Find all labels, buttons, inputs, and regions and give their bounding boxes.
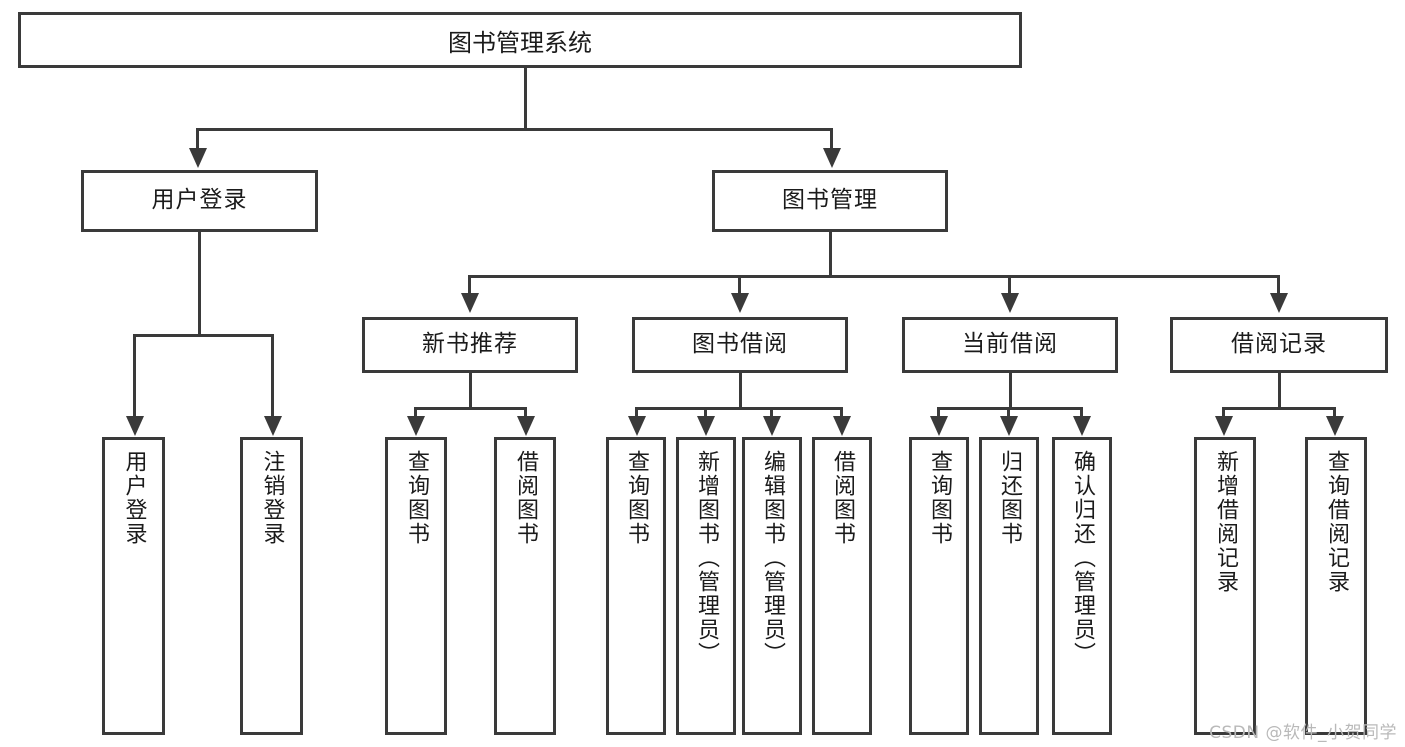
leaf-label: 确认归还（管理员） bbox=[1069, 450, 1095, 666]
connector-root-to-login bbox=[196, 128, 199, 150]
connector-borrowrecord-leaf1 bbox=[1222, 407, 1225, 419]
connector-root-to-bookmgmt bbox=[830, 128, 833, 150]
arrow-login-leaf1 bbox=[126, 416, 144, 436]
connector-bookborrow-bus bbox=[635, 407, 843, 410]
arrow-currentborrow-leaf2 bbox=[1000, 416, 1018, 436]
connector-bookmgmt-to-c1 bbox=[468, 275, 471, 295]
leaf-label: 新增借阅记录 bbox=[1212, 450, 1238, 594]
connector-bookmgmt-to-c2 bbox=[738, 275, 741, 295]
leaf-label: 编辑图书（管理员） bbox=[759, 450, 785, 666]
arrow-bookmgmt-to-c1 bbox=[461, 293, 479, 313]
leaf-label: 查询图书 bbox=[926, 450, 952, 546]
connector-borrowrecord-leaf2 bbox=[1333, 407, 1336, 419]
leaf-user-login[interactable]: 用户登录 bbox=[102, 437, 165, 735]
node-borrow-record[interactable]: 借阅记录 bbox=[1170, 317, 1388, 373]
arrow-newbook-leaf1 bbox=[407, 416, 425, 436]
connector-login-leaf2 bbox=[271, 334, 274, 418]
leaf-label: 查询图书 bbox=[403, 450, 429, 546]
leaf-label: 借阅图书 bbox=[829, 450, 855, 546]
connector-newbook-stem bbox=[469, 373, 472, 409]
connector-root-bus bbox=[196, 128, 833, 131]
connector-login-leaf1 bbox=[133, 334, 136, 418]
connector-newbook-leaf2 bbox=[524, 407, 527, 419]
connector-bookborrow-leaf4 bbox=[840, 407, 843, 419]
node-label: 当前借阅 bbox=[962, 331, 1058, 358]
arrow-currentborrow-leaf3 bbox=[1073, 416, 1091, 436]
leaf-newbook-query-book[interactable]: 查询图书 bbox=[385, 437, 447, 735]
arrow-bookmgmt-to-c4 bbox=[1270, 293, 1288, 313]
node-book-borrow[interactable]: 图书借阅 bbox=[632, 317, 848, 373]
connector-currentborrow-leaf1 bbox=[937, 407, 940, 419]
connector-login-bus bbox=[133, 334, 274, 337]
watermark-text: CSDN @软件_小贺同学 bbox=[1209, 723, 1397, 743]
leaf-label: 借阅图书 bbox=[512, 450, 538, 546]
connector-bookborrow-leaf3 bbox=[770, 407, 773, 419]
arrow-borrowrecord-leaf1 bbox=[1215, 416, 1233, 436]
arrow-borrowrecord-leaf2 bbox=[1326, 416, 1344, 436]
arrow-bookmgmt-to-c2 bbox=[731, 293, 749, 313]
connector-bookmgmt-to-c3 bbox=[1008, 275, 1011, 295]
connector-bookmgmt-to-c4 bbox=[1277, 275, 1280, 295]
leaf-currentborrow-return-book[interactable]: 归还图书 bbox=[979, 437, 1039, 735]
leaf-currentborrow-query-book[interactable]: 查询图书 bbox=[909, 437, 969, 735]
arrow-currentborrow-leaf1 bbox=[930, 416, 948, 436]
leaf-label: 归还图书 bbox=[996, 450, 1022, 546]
leaf-bookborrow-query-book[interactable]: 查询图书 bbox=[606, 437, 666, 735]
node-label: 图书管理系统 bbox=[448, 28, 592, 57]
node-new-book-recommend[interactable]: 新书推荐 bbox=[362, 317, 578, 373]
leaf-currentborrow-confirm-return-admin[interactable]: 确认归还（管理员） bbox=[1052, 437, 1112, 735]
leaf-label: 注销登录 bbox=[259, 450, 285, 546]
arrow-root-to-bookmgmt bbox=[823, 148, 841, 168]
connector-currentborrow-leaf3 bbox=[1080, 407, 1083, 419]
node-current-borrow[interactable]: 当前借阅 bbox=[902, 317, 1118, 373]
leaf-label: 新增图书（管理员） bbox=[693, 450, 719, 666]
leaf-label: 查询图书 bbox=[623, 450, 649, 546]
node-label: 图书管理 bbox=[782, 187, 878, 214]
connector-borrowrecord-bus bbox=[1222, 407, 1336, 410]
arrow-bookborrow-leaf4 bbox=[833, 416, 851, 436]
arrow-bookborrow-leaf1 bbox=[628, 416, 646, 436]
arrow-root-to-login bbox=[189, 148, 207, 168]
node-user-login[interactable]: 用户登录 bbox=[81, 170, 318, 232]
node-label: 新书推荐 bbox=[422, 331, 518, 358]
node-label: 用户登录 bbox=[151, 187, 248, 214]
connector-bookborrow-stem bbox=[739, 373, 742, 409]
connector-currentborrow-stem bbox=[1009, 373, 1012, 409]
arrow-login-leaf2 bbox=[264, 416, 282, 436]
arrow-bookmgmt-to-c3 bbox=[1001, 293, 1019, 313]
leaf-logout[interactable]: 注销登录 bbox=[240, 437, 303, 735]
node-label: 图书借阅 bbox=[692, 331, 788, 358]
arrow-newbook-leaf2 bbox=[517, 416, 535, 436]
leaf-bookborrow-edit-book-admin[interactable]: 编辑图书（管理员） bbox=[742, 437, 802, 735]
connector-newbook-leaf1 bbox=[414, 407, 417, 419]
leaf-borrowrecord-add-record[interactable]: 新增借阅记录 bbox=[1194, 437, 1256, 735]
leaf-label: 用户登录 bbox=[121, 450, 147, 546]
leaf-newbook-borrow-book[interactable]: 借阅图书 bbox=[494, 437, 556, 735]
leaf-bookborrow-add-book-admin[interactable]: 新增图书（管理员） bbox=[676, 437, 736, 735]
connector-currentborrow-leaf2 bbox=[1007, 407, 1010, 419]
connector-borrowrecord-stem bbox=[1278, 373, 1281, 409]
connector-bookborrow-leaf2 bbox=[704, 407, 707, 419]
connector-bookmgmt-stem bbox=[829, 232, 832, 277]
connector-newbook-bus bbox=[414, 407, 527, 410]
connector-bookborrow-leaf1 bbox=[635, 407, 638, 419]
leaf-bookborrow-borrow-book[interactable]: 借阅图书 bbox=[812, 437, 872, 735]
leaf-borrowrecord-query-record[interactable]: 查询借阅记录 bbox=[1305, 437, 1367, 735]
connector-bookmgmt-bus bbox=[468, 275, 1280, 278]
connector-root-stem bbox=[524, 68, 527, 130]
leaf-label: 查询借阅记录 bbox=[1323, 450, 1349, 594]
connector-login-stem bbox=[198, 232, 201, 337]
arrow-bookborrow-leaf3 bbox=[763, 416, 781, 436]
arrow-bookborrow-leaf2 bbox=[697, 416, 715, 436]
connector-currentborrow-bus bbox=[937, 407, 1083, 410]
node-root-system[interactable]: 图书管理系统 bbox=[18, 12, 1022, 68]
node-book-management[interactable]: 图书管理 bbox=[712, 170, 948, 232]
node-label: 借阅记录 bbox=[1231, 331, 1327, 358]
